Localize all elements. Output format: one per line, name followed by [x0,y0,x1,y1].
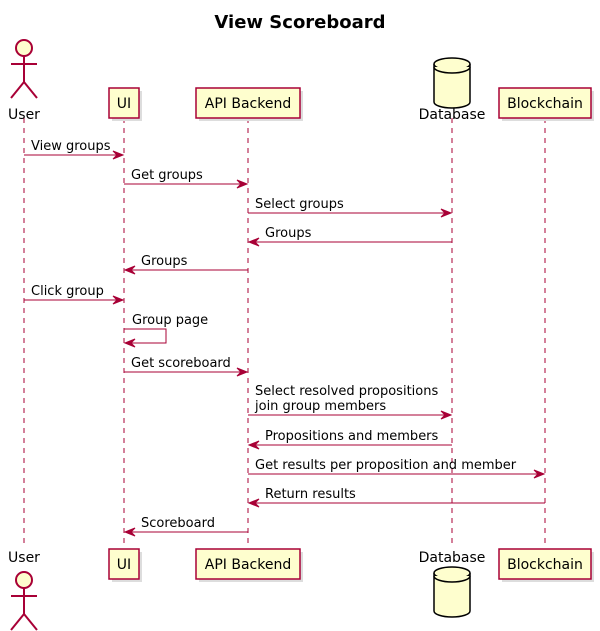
message-label: Scoreboard [141,516,215,531]
participant-api-bottom-label: API Backend [205,557,291,573]
message-8-get-scoreboard: Get scoreboard [124,356,249,377]
message-label: Select resolved propositions [255,384,438,399]
message-3-select-groups: Select groups [248,197,453,218]
participant-bc-top-label: Blockchain [507,96,583,112]
message-2-get-groups: Get groups [124,168,249,189]
participant-db-top-label: Database [419,107,486,123]
participant-ui-bottom-label: UI [117,557,131,573]
actor-user-icon [10,39,38,99]
message-label: Click group [31,284,104,299]
participant-ui-top: UI [108,87,142,121]
participant-ui-bottom: UI [108,548,142,582]
participant-bc-top: Blockchain [498,87,594,121]
participant-api-top-label: API Backend [205,96,291,112]
message-6-click-group: Click group [24,284,125,305]
participant-ui-top-label: UI [117,96,131,112]
message-5-groups: Groups [123,254,248,275]
participant-bc-bottom-label: Blockchain [507,557,583,573]
message-7-group-page: Group page [123,313,208,348]
participant-api-top: API Backend [195,87,303,121]
actor-user-icon [10,571,38,631]
message-label: Return results [265,487,356,502]
message-13-scoreboard: Scoreboard [123,516,248,537]
message-11-get-results-per-proposition-and-member: Get results per proposition and member [248,458,546,479]
message-label: View groups [31,139,111,154]
message-label: Select groups [255,197,344,212]
database-db-icon [433,566,471,618]
message-label: Get scoreboard [131,356,231,371]
message-label: Groups [141,254,188,269]
message-label: Get groups [131,168,203,183]
message-label: Groups [265,226,312,241]
message-label: Propositions and members [265,429,439,444]
participant-api-bottom: API Backend [195,548,303,582]
diagram-title: View Scoreboard [214,12,385,33]
message-1-view-groups: View groups [24,139,125,160]
participant-bc-bottom: Blockchain [498,548,594,582]
participant-user-top-label: User [8,107,40,123]
message-10-propositions-and-members: Propositions and members [247,429,452,450]
message-12-return-results: Return results [247,487,545,508]
message-label: Get results per proposition and member [255,458,517,473]
participant-user-bottom-label: User [8,550,40,566]
message-4-groups: Groups [247,226,452,247]
participant-db-bottom-label: Database [419,550,486,566]
message-label: join group members [254,399,386,414]
message-label: Group page [132,313,208,328]
database-db-icon [433,57,471,109]
